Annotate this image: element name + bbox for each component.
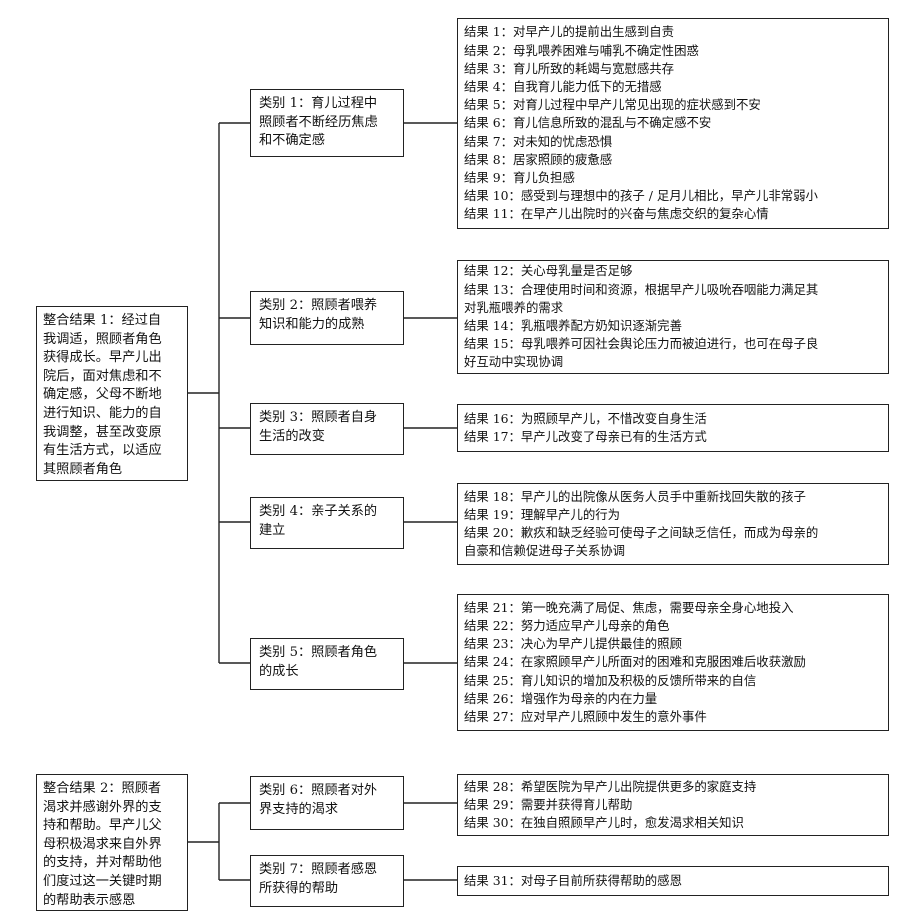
result-line: 结果 6：育儿信息所致的混乱与不确定感不安 [464,115,712,131]
result-line: 结果 10：感受到与理想中的孩子 / 足月儿相比，早产儿非常弱小 [464,188,818,204]
result-line: 结果 29：需要并获得育儿帮助 [464,796,633,812]
result-line: 结果 5：对育儿过程中早产儿常见出现的症状感到不安 [464,97,761,113]
results-group-6: 结果 28：希望医院为早产儿出院提供更多的家庭支持 结果 29：需要并获得育儿帮… [457,774,889,836]
result-line: 结果 7：对未知的忧虑恐惧 [464,133,613,149]
category-5: 类别 5：照顾者角色 的成长 [250,638,404,690]
result-line: 结果 18：早产儿的出院像从医务人员手中重新找回失散的孩子 [464,488,806,504]
category-3: 类别 3：照顾者自身 生活的改变 [250,403,404,455]
result-line: 结果 26：增强作为母亲的内在力量 [464,690,658,706]
result-line: 结果 14：乳瓶喂养配方奶知识逐渐完善 [464,318,682,333]
result-line: 结果 20：歉疚和缺乏经验可使母子之间缺乏信任，而成为母亲的 [464,525,819,540]
result-line: 结果 17：早产儿改变了母亲已有的生活方式 [464,429,707,444]
result-line: 结果 15：母乳喂养可因社会舆论压力而被迫进行，也可在母子良 [464,336,819,352]
result-line: 结果 8：居家照顾的疲惫感 [464,151,613,167]
category-1: 类别 1：育儿过程中 照顾者不断经历焦虑 和不确定感 [250,89,404,157]
category-2: 类别 2：照顾者喂养 知识和能力的成熟 [250,291,404,345]
result-line: 结果 27：应对早产儿照顾中发生的意外事件 [464,709,707,724]
result-line: 结果 21：第一晚充满了局促、焦虑，需要母亲全身心地投入 [464,599,794,615]
integrated-result-2: 整合结果 2：照顾者 渴求并感谢外界的支 持和帮助。早产儿父 母积极渴求来自外界… [36,774,188,911]
results-group-1: 结果 1：对早产儿的提前出生感到自责 结果 2：母乳喂养困难与哺乳不确定性困惑 … [457,18,889,229]
results-group-3: 结果 16：为照顾早产儿，不惜改变自身生活 结果 17：早产儿改变了母亲已有的生… [457,404,889,452]
result-line: 结果 12：关心母乳量是否足够 [464,263,633,279]
result-line: 结果 22：努力适应早产儿母亲的角色 [464,617,670,633]
result-line: 自豪和信赖促进母子关系协调 [464,543,626,559]
result-line: 结果 23：决心为早产儿提供最佳的照顾 [464,636,682,652]
integrated-result-1: 整合结果 1：经过自 我调适，照顾者角色 获得成长。早产儿出 院后，面对焦虑和不… [36,306,188,481]
results-group-7: 结果 31：对母子目前所获得帮助的感恩 [457,866,889,896]
result-line: 结果 30：在独自照顾早产儿时，愈发渴求相关知识 [464,815,744,831]
result-line: 结果 4：自我育儿能力低下的无措感 [464,78,662,94]
result-line: 结果 16：为照顾早产儿，不惜改变自身生活 [464,410,707,426]
result-line: 结果 3：育儿所致的耗竭与宽慰感共存 [464,60,675,76]
result-line: 结果 13：合理使用时间和资源，根据早产儿吸吮吞咽能力满足其 [464,281,819,297]
result-line: 结果 2：母乳喂养困难与哺乳不确定性困惑 [464,42,699,58]
result-line: 好互动中实现协调 [464,354,564,370]
result-line: 结果 28：希望医院为早产儿出院提供更多的家庭支持 [464,778,757,794]
results-group-5: 结果 21：第一晚充满了局促、焦虑，需要母亲全身心地投入 结果 22：努力适应早… [457,594,889,731]
result-line: 结果 1：对早产儿的提前出生感到自责 [464,24,675,40]
category-7: 类别 7：照顾者感恩 所获得的帮助 [250,855,404,907]
category-6: 类别 6：照顾者对外 界支持的渴求 [250,776,404,830]
result-line: 结果 24：在家照顾早产儿所面对的困难和克服困难后收获激励 [464,654,806,670]
result-line: 结果 31：对母子目前所获得帮助的感恩 [464,872,682,888]
result-line: 结果 25：育儿知识的增加及积极的反馈所带来的自信 [464,672,757,688]
result-line: 对乳瓶喂养的需求 [464,299,564,315]
results-group-2: 结果 12：关心母乳量是否足够 结果 13：合理使用时间和资源，根据早产儿吸吮吞… [457,260,889,374]
category-4: 类别 4：亲子关系的 建立 [250,497,404,549]
result-line: 结果 9：育儿负担感 [464,170,575,185]
result-line: 结果 19：理解早产儿的行为 [464,506,621,522]
result-line: 结果 11：在早产儿出院时的兴奋与焦虑交织的复杂心情 [464,206,769,222]
results-group-4: 结果 18：早产儿的出院像从医务人员手中重新找回失散的孩子 结果 19：理解早产… [457,483,889,565]
